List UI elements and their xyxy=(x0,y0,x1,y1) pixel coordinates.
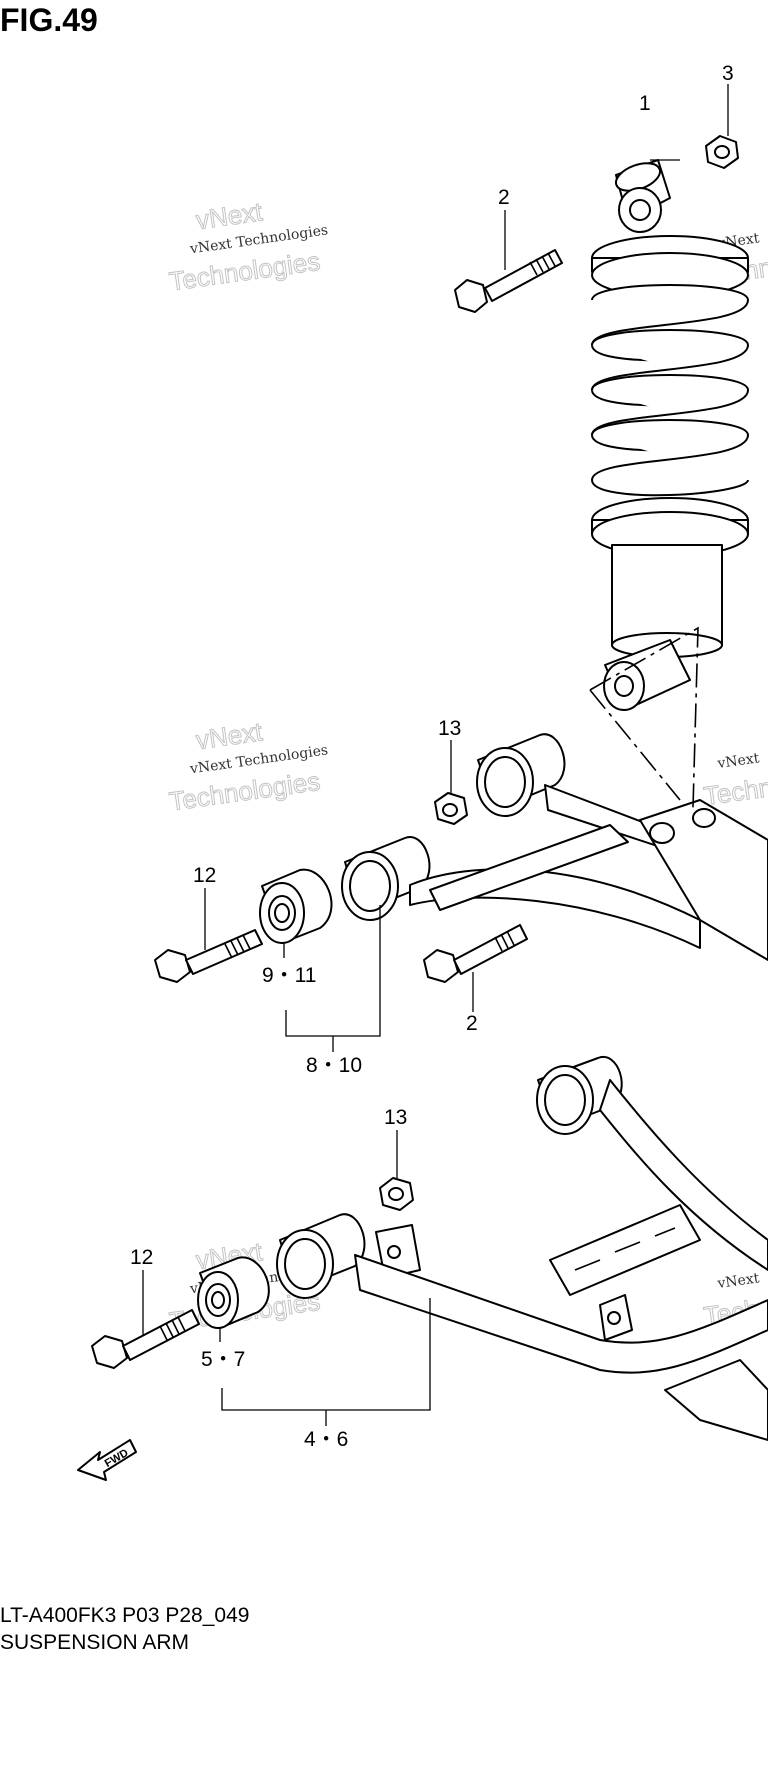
bolt-12-upper xyxy=(154,888,263,983)
callout-12-upper: 12 xyxy=(193,864,216,887)
fwd-label: FWD xyxy=(103,1447,131,1470)
callout-13-upper: 13 xyxy=(438,717,461,740)
bolt-2-mid xyxy=(423,924,528,1012)
watermark-vnext: vNext xyxy=(194,196,265,235)
watermark-right-mid: vNext Technologies xyxy=(701,750,768,811)
callout-2-top: 2 xyxy=(498,186,510,209)
bolt-2-top xyxy=(454,159,680,313)
watermark-vnext-small: vNext xyxy=(716,1270,761,1292)
figure-name: SUSPENSION ARM xyxy=(0,1631,190,1654)
watermark-top: vNext vNext Technologies Technologies xyxy=(167,196,329,297)
figure-title: FIG.49 xyxy=(0,2,98,38)
bushing-9-11 xyxy=(259,868,333,958)
bolt-12-lower xyxy=(91,1270,200,1369)
shock-absorber xyxy=(591,159,749,711)
flange-nut-13-lower xyxy=(379,1130,414,1211)
flange-nut-13-upper xyxy=(434,740,468,825)
callout-9-11: 9・11 xyxy=(262,964,316,987)
watermark-mid: vNext vNext Technologies Technologies xyxy=(167,716,329,817)
bushing-5-7 xyxy=(197,1256,270,1342)
coil-spring xyxy=(591,284,749,497)
callout-2-mid: 2 xyxy=(466,1012,478,1035)
callout-1: 1 xyxy=(639,92,651,115)
watermark-vnext: vNext xyxy=(194,716,265,755)
callout-5-7: 5・7 xyxy=(201,1348,245,1371)
flange-nut-3 xyxy=(705,84,739,169)
callout-3: 3 xyxy=(722,62,734,85)
watermark-vnext-small: vNext xyxy=(716,750,761,772)
callout-8-10: 8・10 xyxy=(306,1054,362,1077)
callout-13-lower: 13 xyxy=(384,1106,407,1129)
upper-suspension-arm xyxy=(341,626,768,961)
figure-code: LT-A400FK3 P03 P28_049 xyxy=(0,1604,250,1627)
callout-12-lower: 12 xyxy=(130,1246,153,1269)
lower-suspension-arm xyxy=(276,1055,768,1441)
fwd-arrow-icon: FWD xyxy=(77,1439,137,1481)
callout-4-6: 4・6 xyxy=(304,1428,348,1451)
